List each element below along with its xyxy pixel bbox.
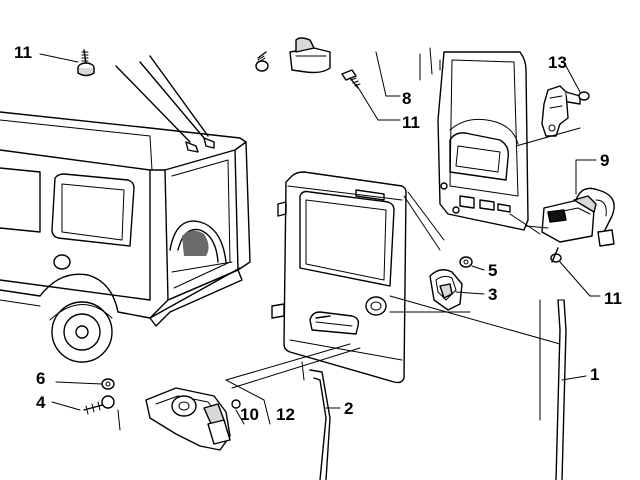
callout-2: 2 <box>344 399 353 418</box>
callout-9: 9 <box>600 151 609 170</box>
van-illustration <box>0 111 251 363</box>
callout-labels: 11 13 8 11 9 5 3 11 1 6 4 10 12 2 <box>14 43 622 424</box>
callout-11-right: 11 <box>604 289 622 308</box>
rod-part-1 <box>555 299 567 480</box>
callout-5: 5 <box>488 261 497 280</box>
callout-6: 6 <box>36 369 45 388</box>
sliding-door-illustration <box>271 171 407 384</box>
callout-13: 13 <box>548 53 567 72</box>
bolt-part <box>77 49 95 77</box>
callout-1: 1 <box>590 365 599 384</box>
screw-part-8 <box>341 69 361 89</box>
callout-11-top-left: 11 <box>14 43 32 62</box>
upper-hinge-part <box>255 37 331 74</box>
leader-lines-top-left <box>115 55 209 143</box>
callout-10: 10 <box>240 405 259 424</box>
handle-part-3 <box>429 269 463 311</box>
callout-8: 8 <box>402 89 411 108</box>
callout-4: 4 <box>36 393 46 412</box>
inner-door-panel <box>429 47 529 231</box>
leader-lines <box>39 51 601 431</box>
rod-part-2 <box>309 369 331 480</box>
callout-3: 3 <box>488 285 497 304</box>
screw-part-5 <box>459 256 473 268</box>
hinge-part-13 <box>541 85 590 137</box>
door-lock-part-9 <box>541 187 615 263</box>
callout-11-middle: 11 <box>402 113 420 132</box>
callout-12: 12 <box>276 405 295 424</box>
lower-latch-part <box>83 378 241 451</box>
